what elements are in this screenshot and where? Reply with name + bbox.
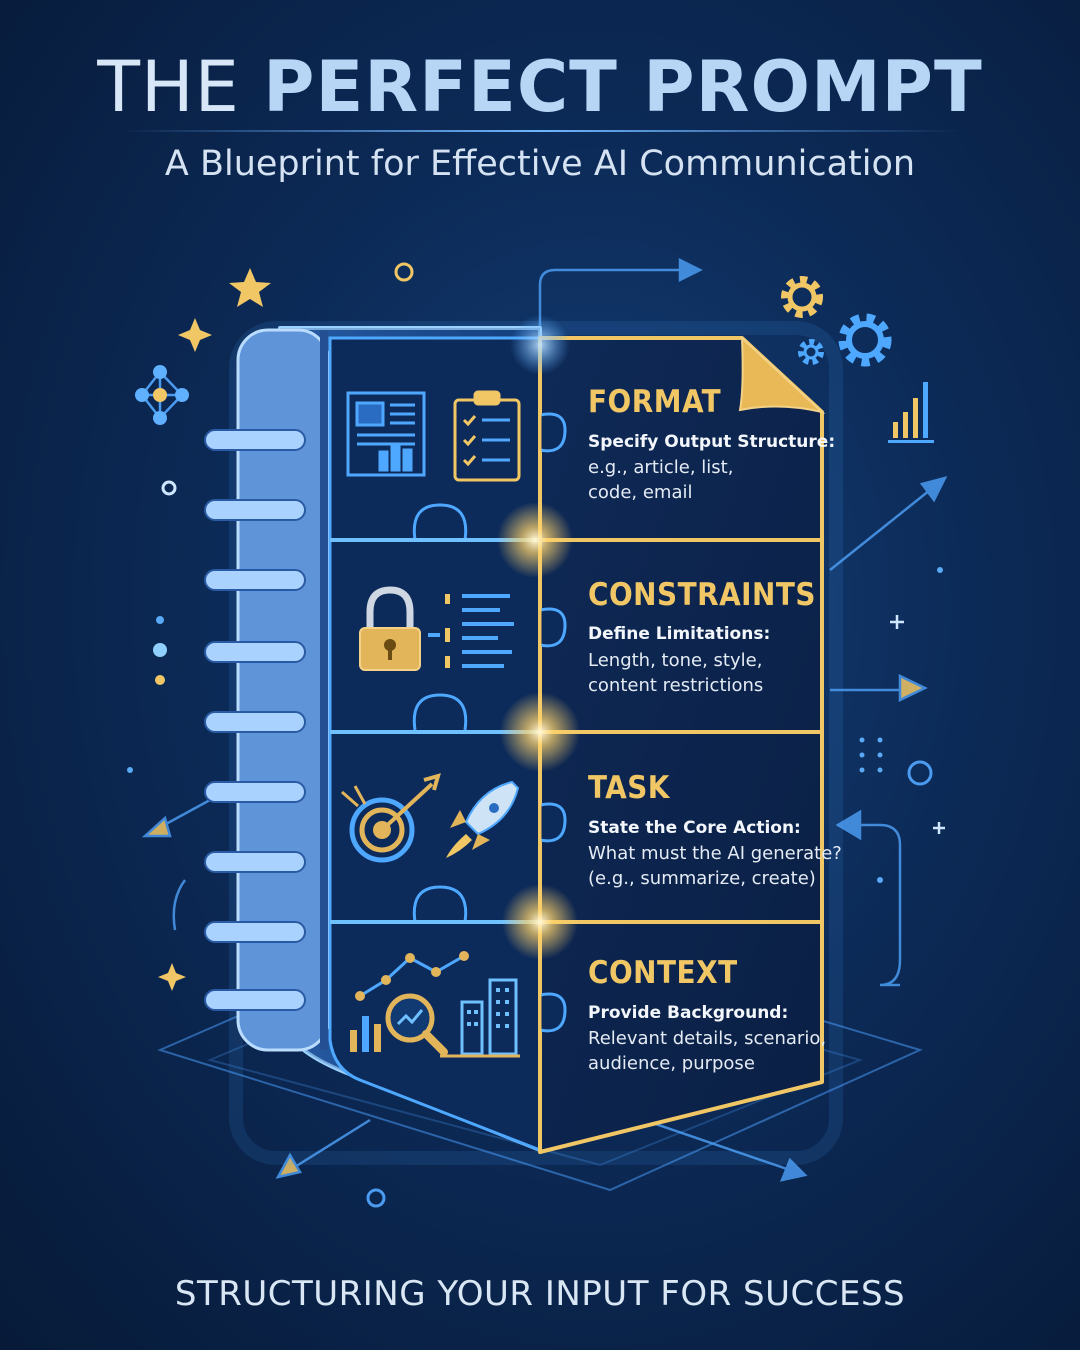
binder-rings xyxy=(204,429,306,1011)
format-line-2: code, email xyxy=(588,482,693,503)
context-heading: Provide Background: xyxy=(588,1003,789,1023)
constraints-heading: Define Limitations: xyxy=(588,624,771,644)
network-node-icon xyxy=(135,365,189,425)
bar-chart-icon xyxy=(888,382,934,443)
task-heading: State the Core Action: xyxy=(588,818,801,838)
title-part-2: PERFECT PROMPT xyxy=(263,46,983,128)
gear-icons xyxy=(781,276,892,367)
buildings-icon xyxy=(440,978,520,1058)
padlock-icon xyxy=(359,586,421,671)
star-icons xyxy=(158,268,271,991)
page-title: THE PERFECT PROMPT xyxy=(0,46,1080,128)
constraints-line-2: content restrictions xyxy=(588,675,764,696)
document-layout-icon xyxy=(346,391,426,477)
title-part-1: THE xyxy=(97,46,240,128)
dotted-trails xyxy=(127,567,943,883)
task-line-1: What must the AI generate? xyxy=(588,843,842,864)
context-title: CONTEXT xyxy=(588,955,738,991)
context-line-1: Relevant details, scenario, xyxy=(588,1028,827,1049)
circle-outlines xyxy=(161,262,933,1208)
plus-sparkles xyxy=(890,615,945,834)
constraints-line-1: Length, tone, style, xyxy=(588,650,763,671)
notebook xyxy=(204,315,843,1165)
circuit-lines xyxy=(141,257,948,1182)
magnifier-chart-icon xyxy=(350,951,469,1056)
task-line-2: (e.g., summarize, create) xyxy=(588,868,816,889)
constraints-title: CONSTRAINTS xyxy=(588,577,817,613)
format-line-1: e.g., article, list, xyxy=(588,457,734,478)
context-line-2: audience, purpose xyxy=(588,1053,755,1074)
footer-tagline: STRUCTURING YOUR INPUT FOR SUCCESS xyxy=(174,1274,906,1314)
checklist-icon xyxy=(453,390,521,482)
page-subtitle: A Blueprint for Effective AI Communicati… xyxy=(164,144,916,184)
target-icon xyxy=(341,773,441,863)
task-title: TASK xyxy=(588,770,670,806)
rocket-icon xyxy=(446,780,520,858)
format-title: FORMAT xyxy=(588,384,722,420)
format-heading: Specify Output Structure: xyxy=(588,432,836,452)
restricted-list-icon xyxy=(428,594,514,668)
title-divider xyxy=(120,130,960,132)
